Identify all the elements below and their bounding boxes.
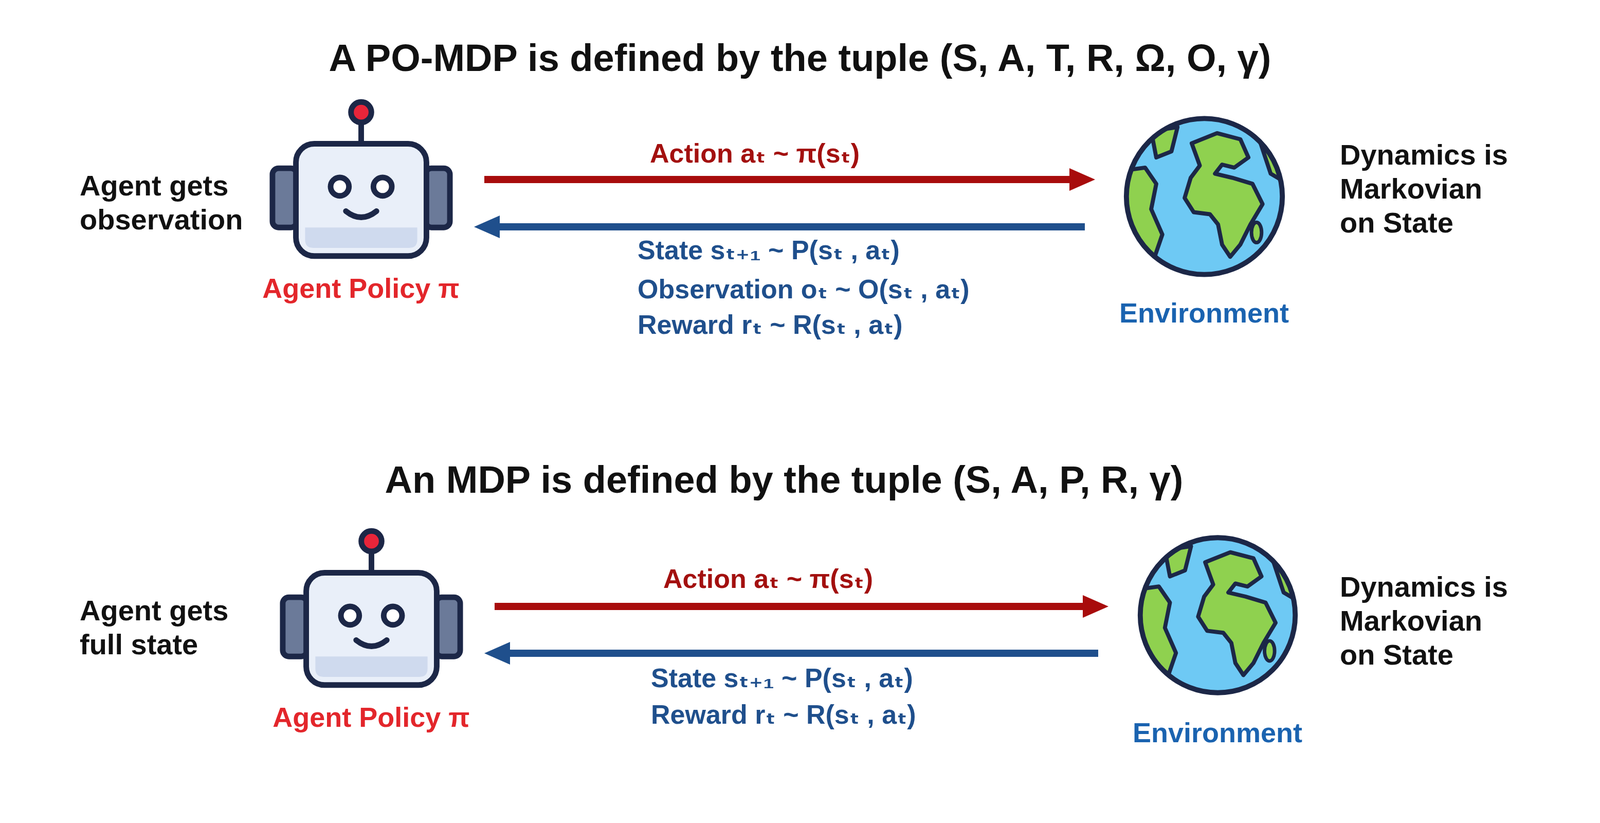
arrow-head xyxy=(1082,594,1109,618)
robot-icon xyxy=(278,525,465,689)
arrow-head xyxy=(474,215,500,239)
environment-node: Environment xyxy=(1124,530,1311,750)
arrow-shaft xyxy=(498,223,1085,231)
side-note: Agent gets observation xyxy=(79,168,255,237)
globe-icon xyxy=(1120,112,1288,281)
signal-label: Observation oₜ ~ O(sₜ , aₜ) xyxy=(637,270,970,307)
arrow-connector xyxy=(474,215,1085,239)
section-title: An MDP is defined by the tuple (S, A, P,… xyxy=(0,457,1569,503)
environment-label: Environment xyxy=(1132,715,1303,750)
arrow-shaft xyxy=(484,175,1071,184)
environment-node: Environment xyxy=(1111,112,1297,330)
globe-icon xyxy=(1134,530,1301,700)
arrow-shaft xyxy=(494,602,1084,610)
arrow-head xyxy=(484,641,511,665)
arrow-shaft xyxy=(508,649,1099,657)
side-note: Dynamics is Markovian on State xyxy=(1339,569,1515,672)
signal-label: Reward rₜ ~ R(sₜ , aₜ) xyxy=(637,306,903,343)
edge-label: Action aₜ ~ π(sₜ) xyxy=(649,135,860,172)
agent-node: Agent Policy π xyxy=(252,96,469,305)
arrow-connector xyxy=(494,594,1109,618)
agent-node: Agent Policy π xyxy=(263,525,480,734)
robot-icon xyxy=(268,96,454,261)
agent-label: Agent Policy π xyxy=(272,700,470,734)
edge-label: Action aₜ ~ π(sₜ) xyxy=(663,560,874,597)
diagram-title: A PO-MDP is defined by the tuple (S, A, … xyxy=(0,35,1600,81)
arrow-connector xyxy=(484,168,1096,191)
agent-label: Agent Policy π xyxy=(262,271,460,305)
edge-label: State sₜ₊₁ ~ P(sₜ , aₜ) xyxy=(637,231,900,268)
edge-label: State sₜ₊₁ ~ P(sₜ , aₜ) xyxy=(650,659,914,696)
signal-label: Reward rₜ ~ R(sₜ , aₜ) xyxy=(650,696,917,733)
arrow-head xyxy=(1069,168,1096,191)
side-note: Dynamics is Markovian on State xyxy=(1339,137,1515,240)
side-note: Agent gets full state xyxy=(79,593,255,662)
arrow-connector xyxy=(484,641,1099,665)
environment-label: Environment xyxy=(1119,296,1289,330)
